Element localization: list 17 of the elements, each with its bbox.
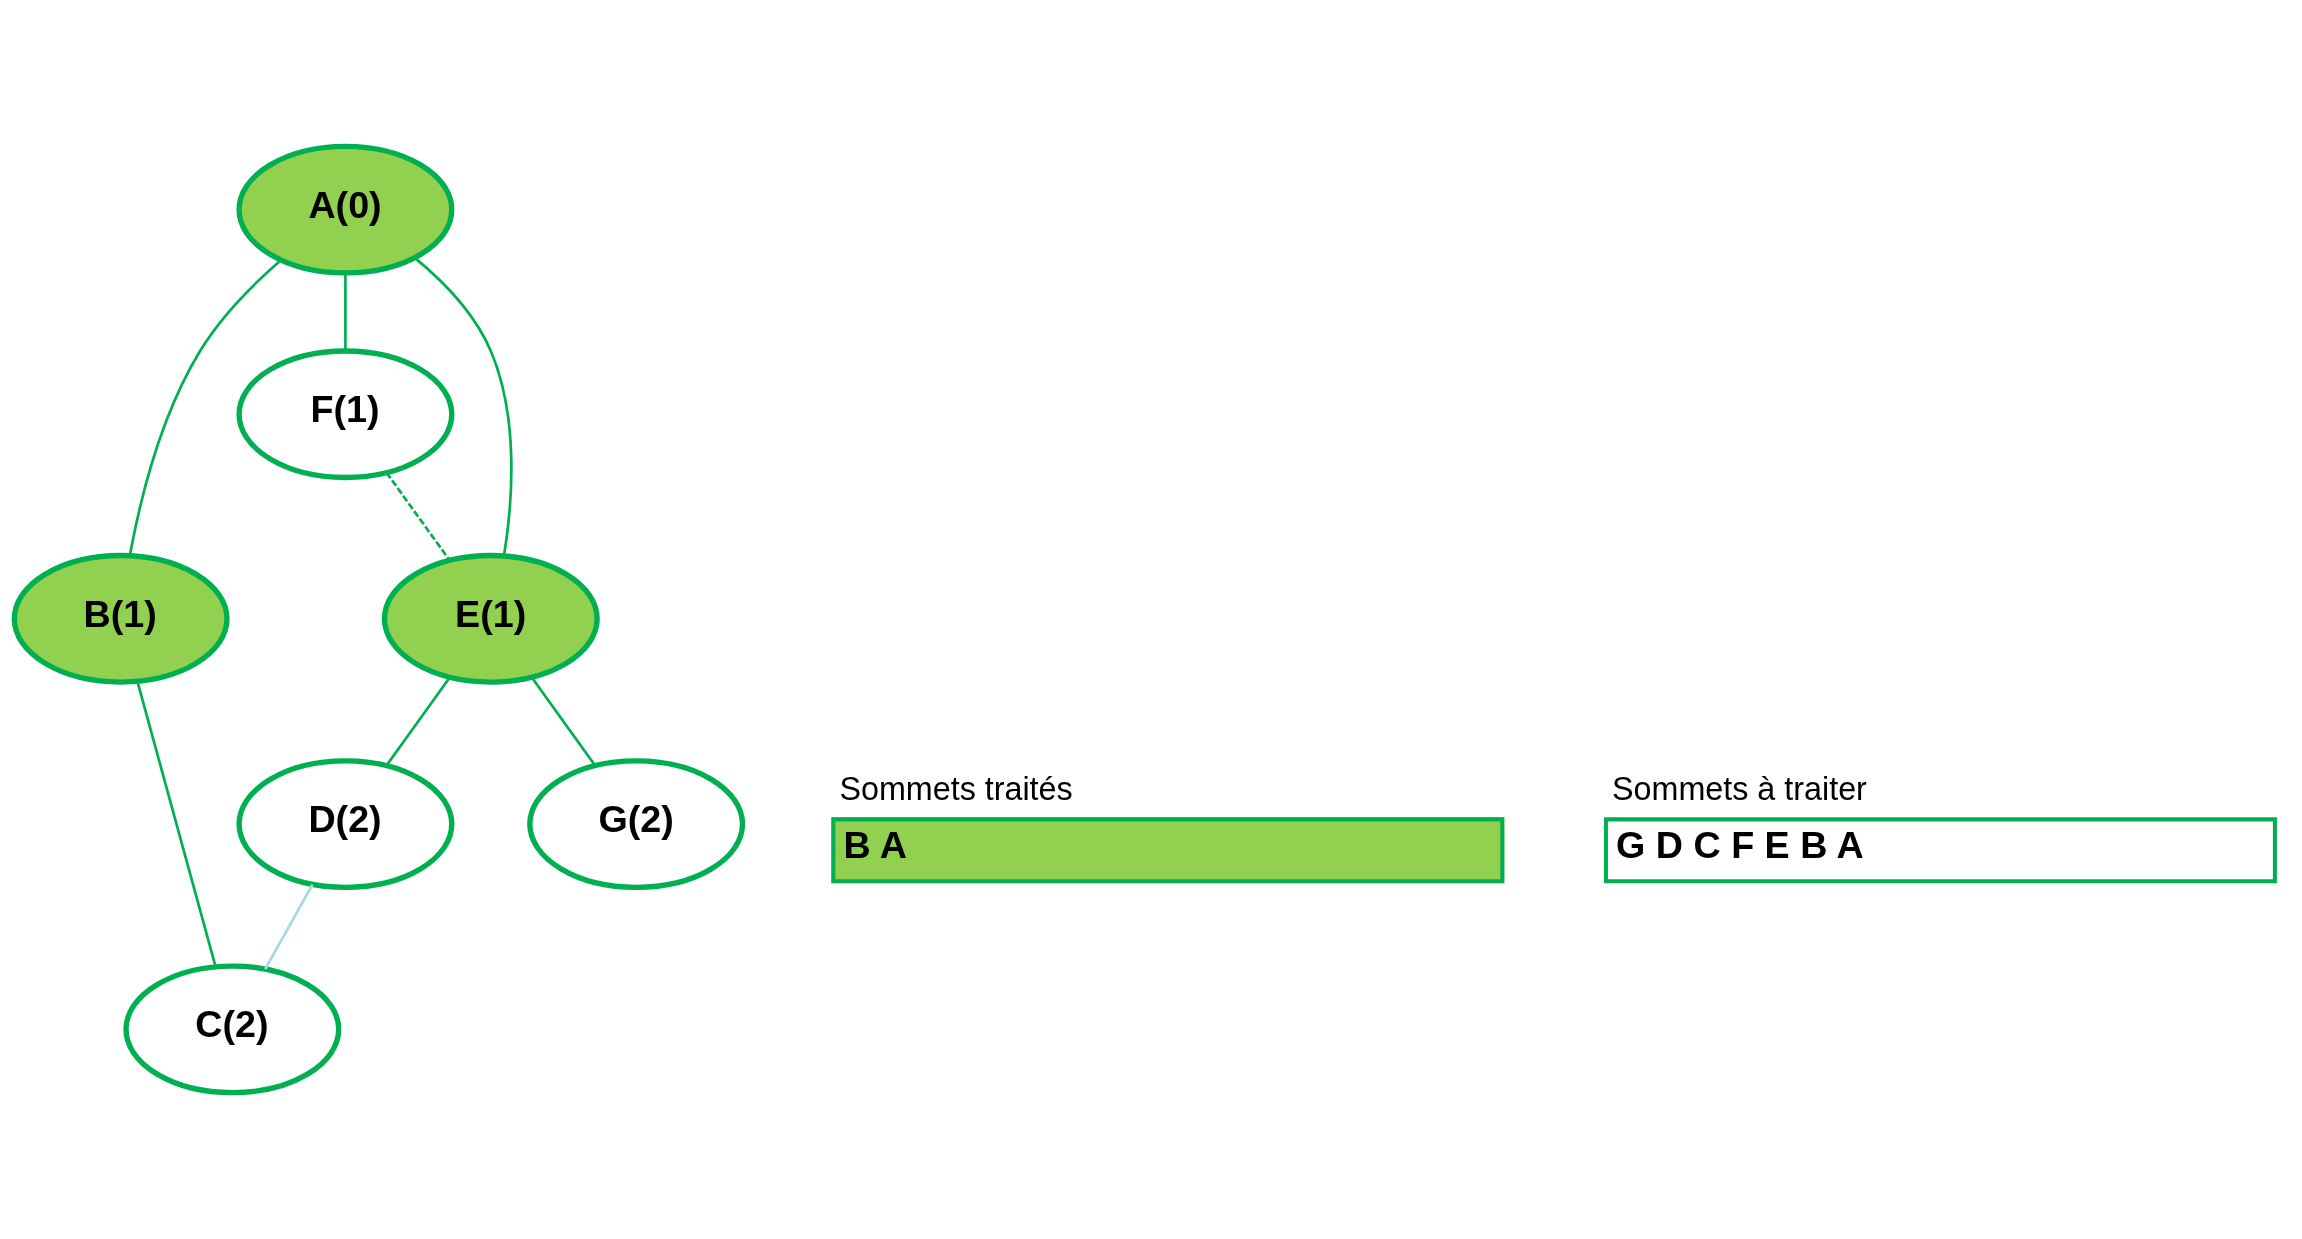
connector — [385, 472, 451, 562]
connector — [128, 259, 282, 556]
connector — [385, 676, 451, 767]
connector — [413, 256, 513, 557]
connector — [136, 681, 217, 968]
node-ellipse: C(2) — [123, 963, 342, 1096]
node-ellipse: G(2) — [527, 758, 746, 891]
node-label: Sommets traités — [839, 771, 1073, 808]
node-ellipse: D(2) — [236, 758, 455, 891]
connector — [264, 883, 314, 970]
connector — [344, 273, 347, 351]
connector — [530, 676, 597, 767]
node-ellipse: A(0) — [236, 143, 455, 276]
node-label: Sommets à traiter — [1612, 771, 1867, 808]
node-ellipse: F(1) — [236, 348, 455, 481]
node-ellipse: B(1) — [11, 552, 230, 685]
node-ellipse: E(1) — [381, 552, 600, 685]
